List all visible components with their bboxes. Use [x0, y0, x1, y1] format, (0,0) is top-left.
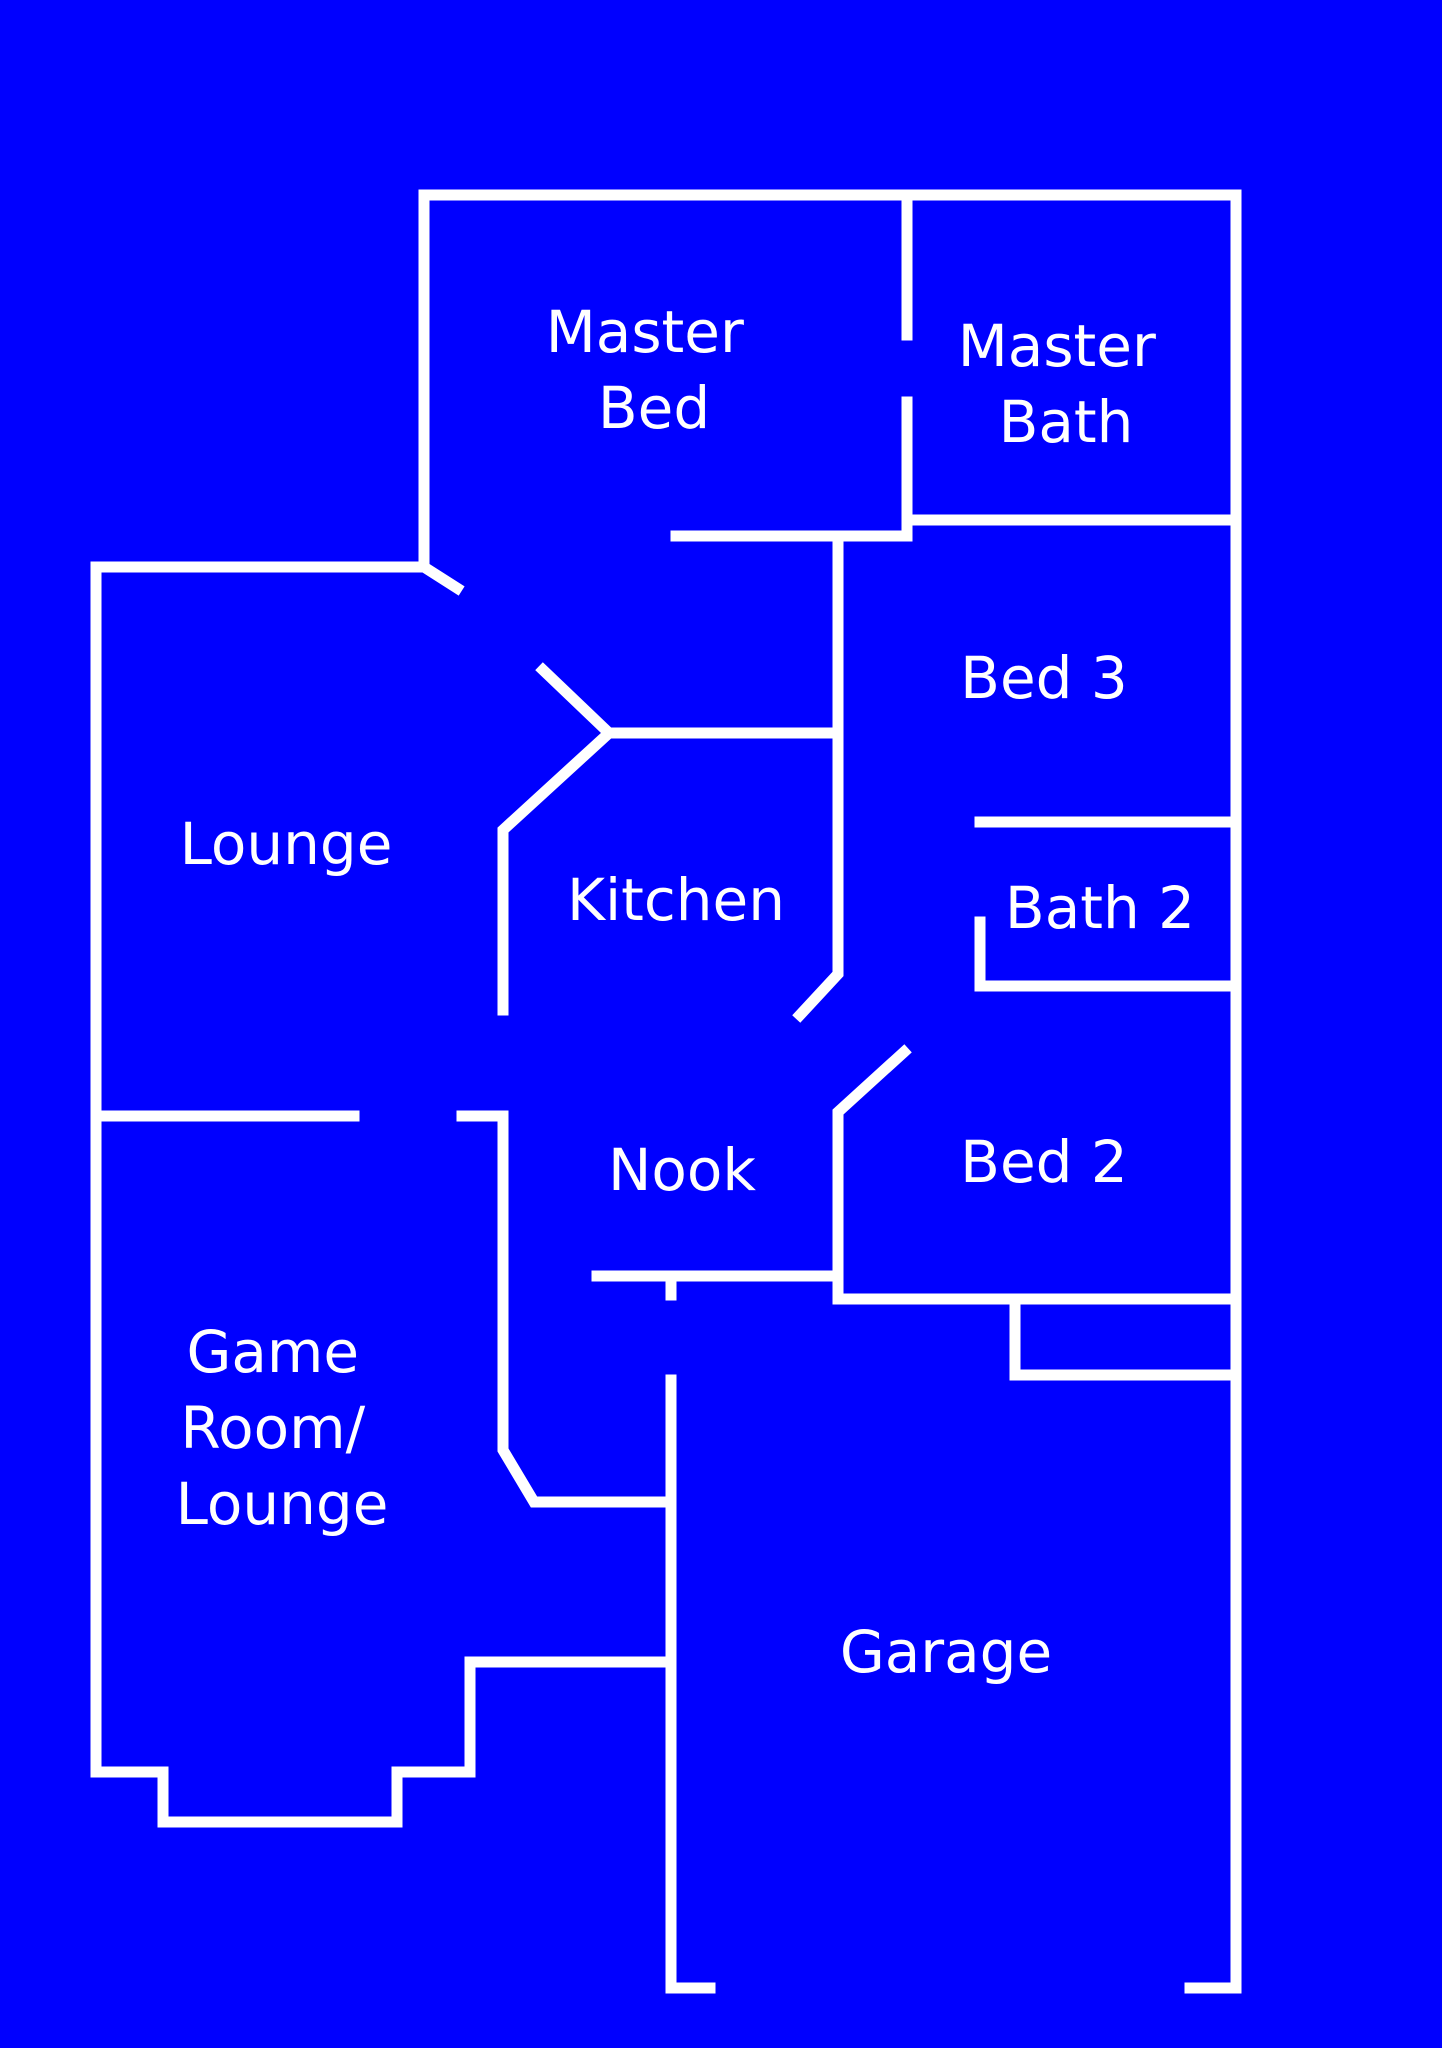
- wall-corridor-east: [792, 530, 844, 1023]
- wall-game-room-top-right: [456, 1110, 669, 1508]
- wall-top: [418, 189, 1242, 1994]
- room-labels: Master Bed Master Bath Bed 3 Lounge Kitc…: [176, 298, 1195, 1686]
- label-master-bath-line1: Master: [958, 312, 1156, 380]
- wall-bath2: [974, 916, 1242, 992]
- label-bed-2: Bed 2: [960, 1128, 1128, 1196]
- label-master-bed: Master Bed: [546, 298, 763, 442]
- label-master-bed-line1: Master: [546, 298, 744, 366]
- label-nook: Nook: [608, 1136, 756, 1204]
- label-bed-3: Bed 3: [960, 644, 1128, 712]
- label-game-room-line3: Lounge: [176, 1470, 389, 1538]
- door-lounge-top: [416, 559, 465, 596]
- label-lounge: Lounge: [180, 810, 393, 878]
- label-game-room-line2: Room/: [180, 1394, 365, 1462]
- label-bath-2: Bath 2: [1005, 874, 1195, 942]
- label-master-bed-line2: Bed: [598, 374, 710, 442]
- wall-bed2-west: [832, 1044, 1242, 1305]
- wall-kitchen-corner: [497, 662, 618, 1016]
- wall-garage-west: [665, 1374, 716, 1994]
- label-game-room: Game Room/ Lounge: [176, 1318, 389, 1538]
- label-garage: Garage: [840, 1618, 1052, 1686]
- label-master-bath-line2: Bath: [999, 388, 1134, 456]
- walls: [90, 189, 1242, 1994]
- label-game-room-line1: Game: [186, 1318, 359, 1386]
- wall-utility-box: [1009, 1293, 1242, 1381]
- wall-lounge-outer: [90, 561, 669, 1828]
- label-kitchen: Kitchen: [567, 866, 785, 934]
- label-master-bath: Master Bath: [958, 312, 1175, 456]
